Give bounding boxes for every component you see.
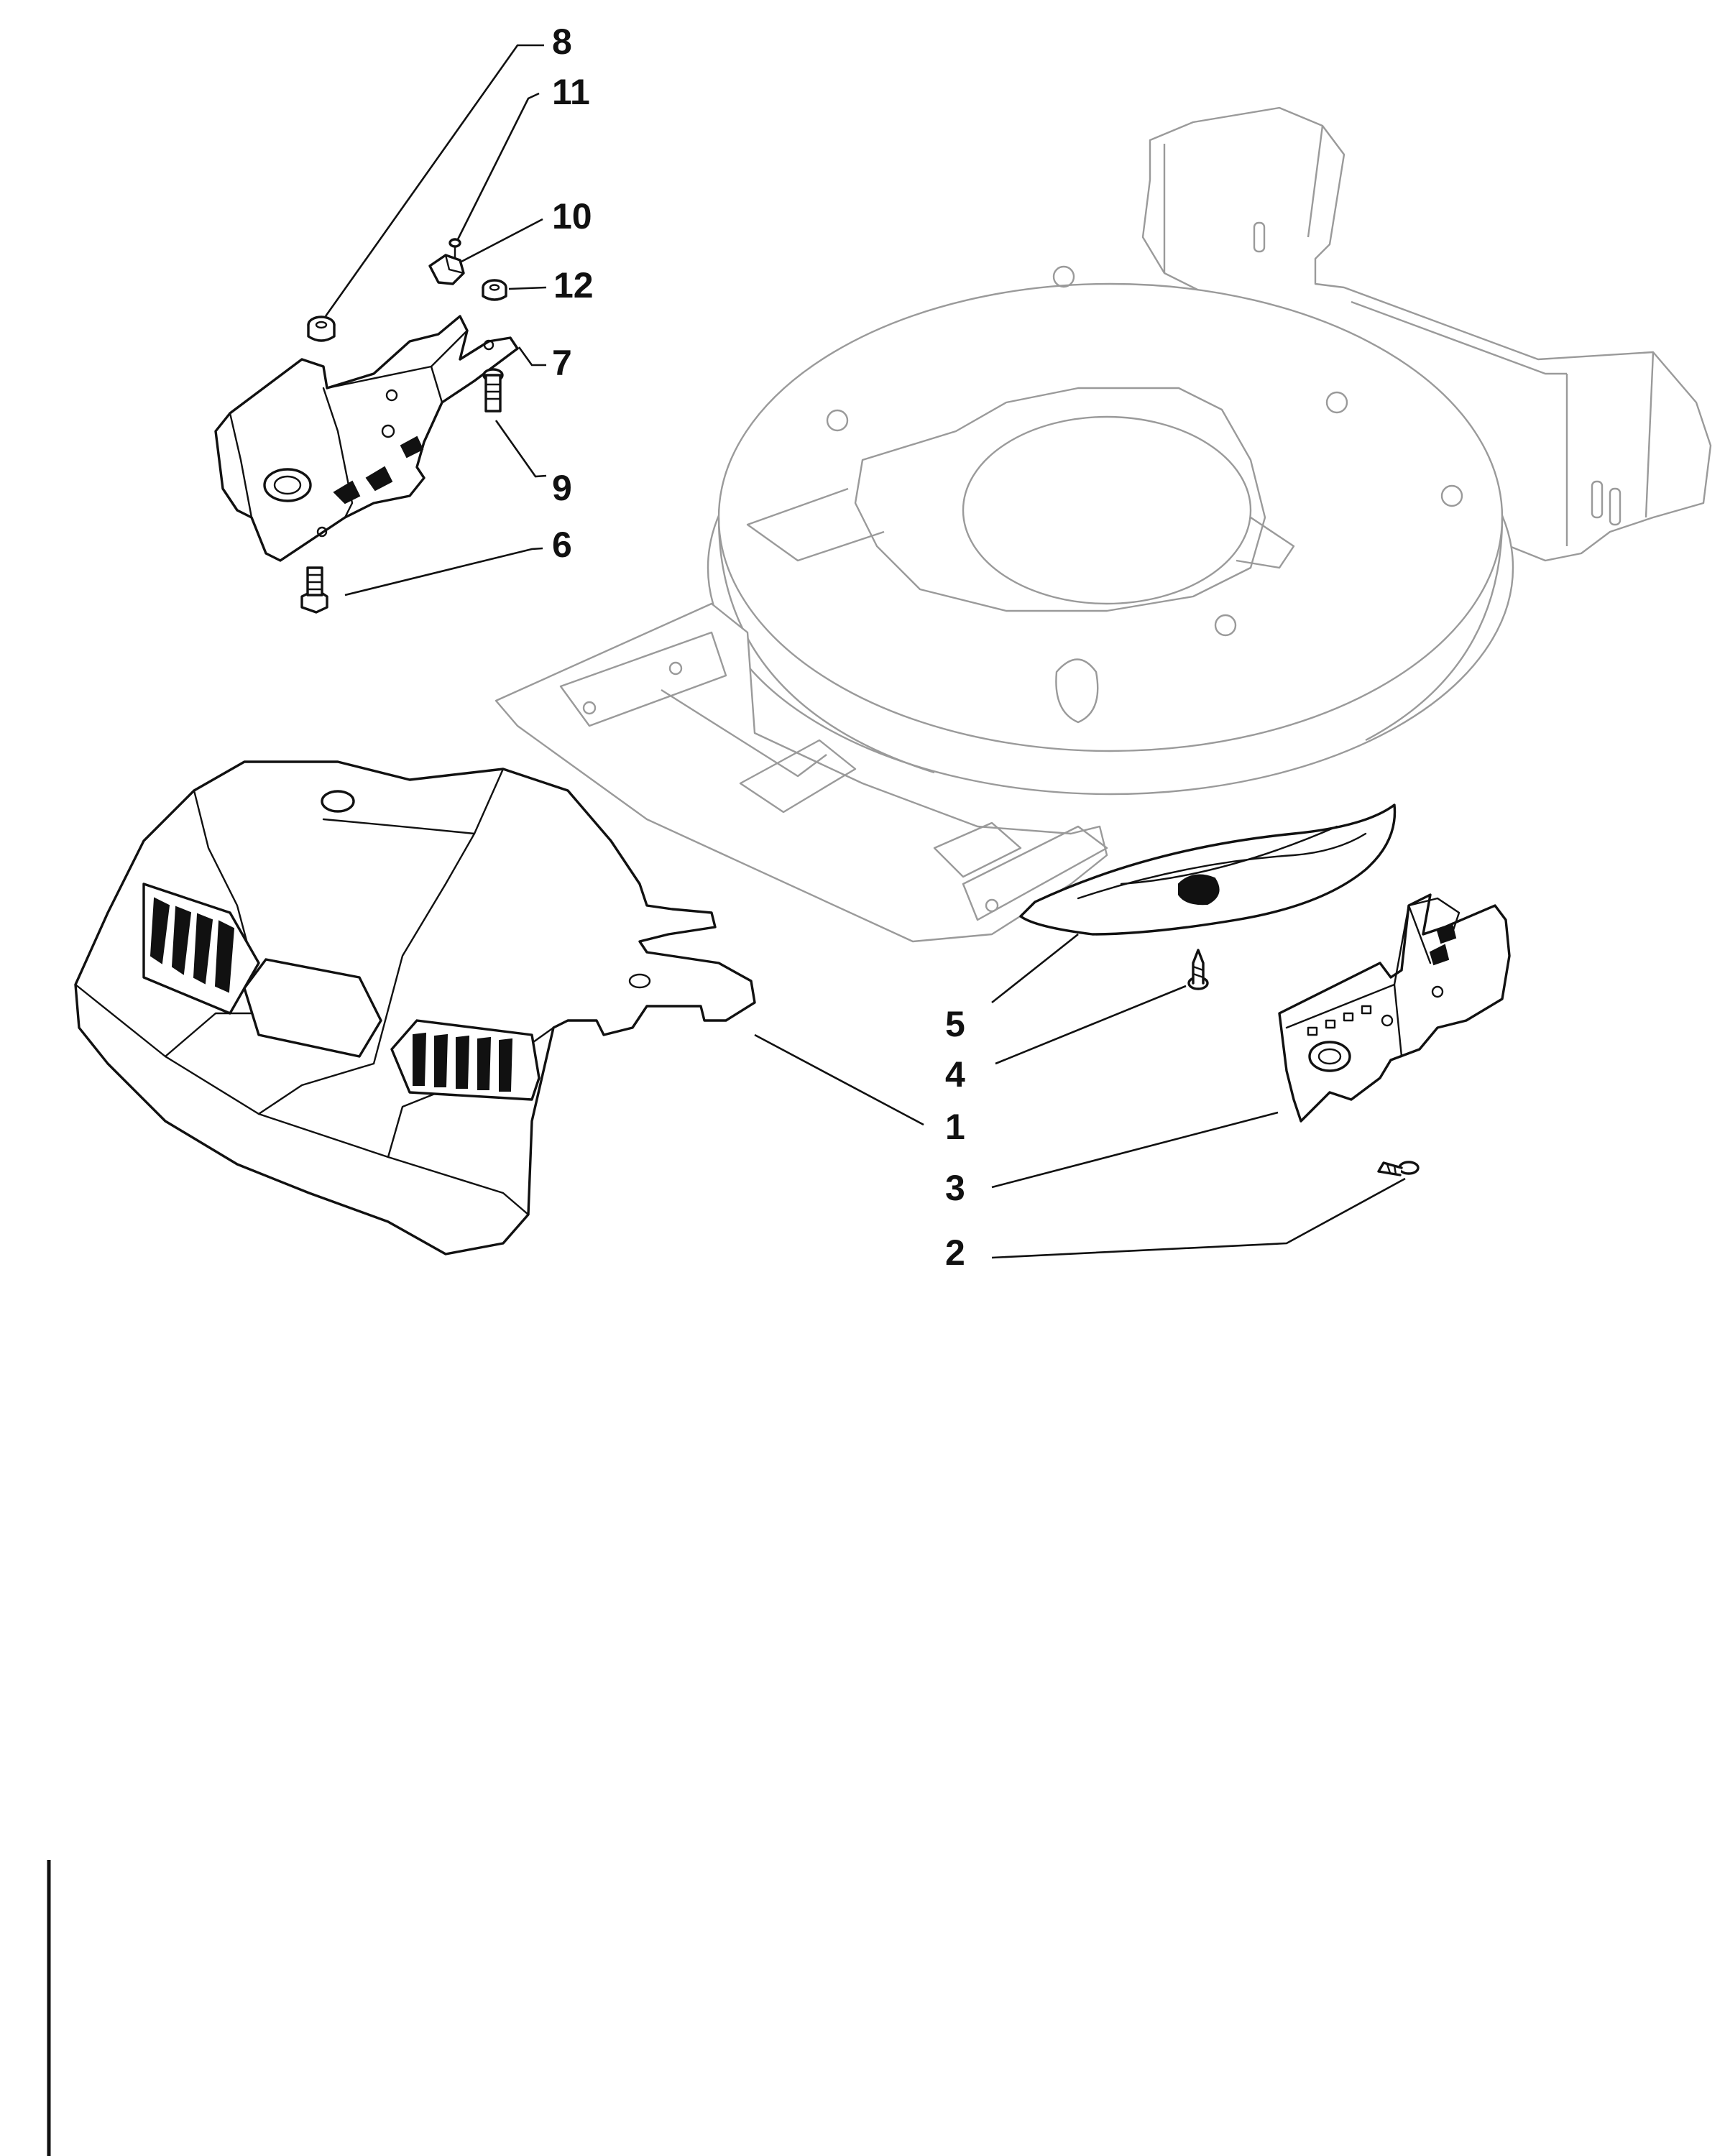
leader-5 bbox=[991, 933, 1079, 1004]
right-bracket-part bbox=[1278, 893, 1511, 1123]
leader-11 bbox=[456, 92, 540, 240]
leader-2 bbox=[991, 1177, 1406, 1259]
screw-11-part bbox=[448, 238, 461, 260]
screw-2-part bbox=[1377, 1161, 1420, 1176]
callout-8: 8 bbox=[552, 22, 572, 62]
leader-1 bbox=[754, 1033, 924, 1126]
bolt-9-part bbox=[482, 368, 504, 413]
leader-4 bbox=[995, 985, 1187, 1065]
callout-labels: 8 11 10 12 7 9 6 5 4 1 3 2 bbox=[552, 22, 965, 1273]
callout-10: 10 bbox=[552, 196, 592, 236]
nut-8-part bbox=[307, 315, 336, 342]
leader-6 bbox=[344, 547, 543, 596]
leader-9 bbox=[494, 420, 547, 478]
callout-7: 7 bbox=[552, 343, 572, 383]
blade-guard-ring-part bbox=[1019, 803, 1397, 936]
leader-7 bbox=[518, 346, 546, 367]
screw-4-part bbox=[1187, 949, 1209, 990]
leader-3 bbox=[991, 1111, 1279, 1189]
callout-1: 1 bbox=[945, 1107, 965, 1147]
callout-2: 2 bbox=[945, 1233, 965, 1273]
callout-11: 11 bbox=[552, 72, 590, 112]
callout-3: 3 bbox=[945, 1168, 965, 1208]
leader-12 bbox=[508, 286, 547, 290]
callout-5: 5 bbox=[945, 1004, 965, 1044]
left-bracket-part bbox=[214, 315, 519, 562]
callout-12: 12 bbox=[553, 265, 594, 305]
callout-4: 4 bbox=[945, 1054, 965, 1095]
bolt-6-part bbox=[300, 566, 328, 614]
nut-12-part bbox=[482, 279, 507, 301]
leader-8 bbox=[324, 44, 544, 317]
callout-9: 9 bbox=[552, 468, 572, 508]
callout-6: 6 bbox=[552, 525, 572, 565]
clip-10-part bbox=[428, 254, 465, 285]
leader-10 bbox=[459, 218, 543, 264]
mower-deck-background bbox=[494, 106, 1712, 943]
front-cover-part bbox=[74, 760, 756, 1256]
leader-lines bbox=[324, 44, 1406, 1259]
